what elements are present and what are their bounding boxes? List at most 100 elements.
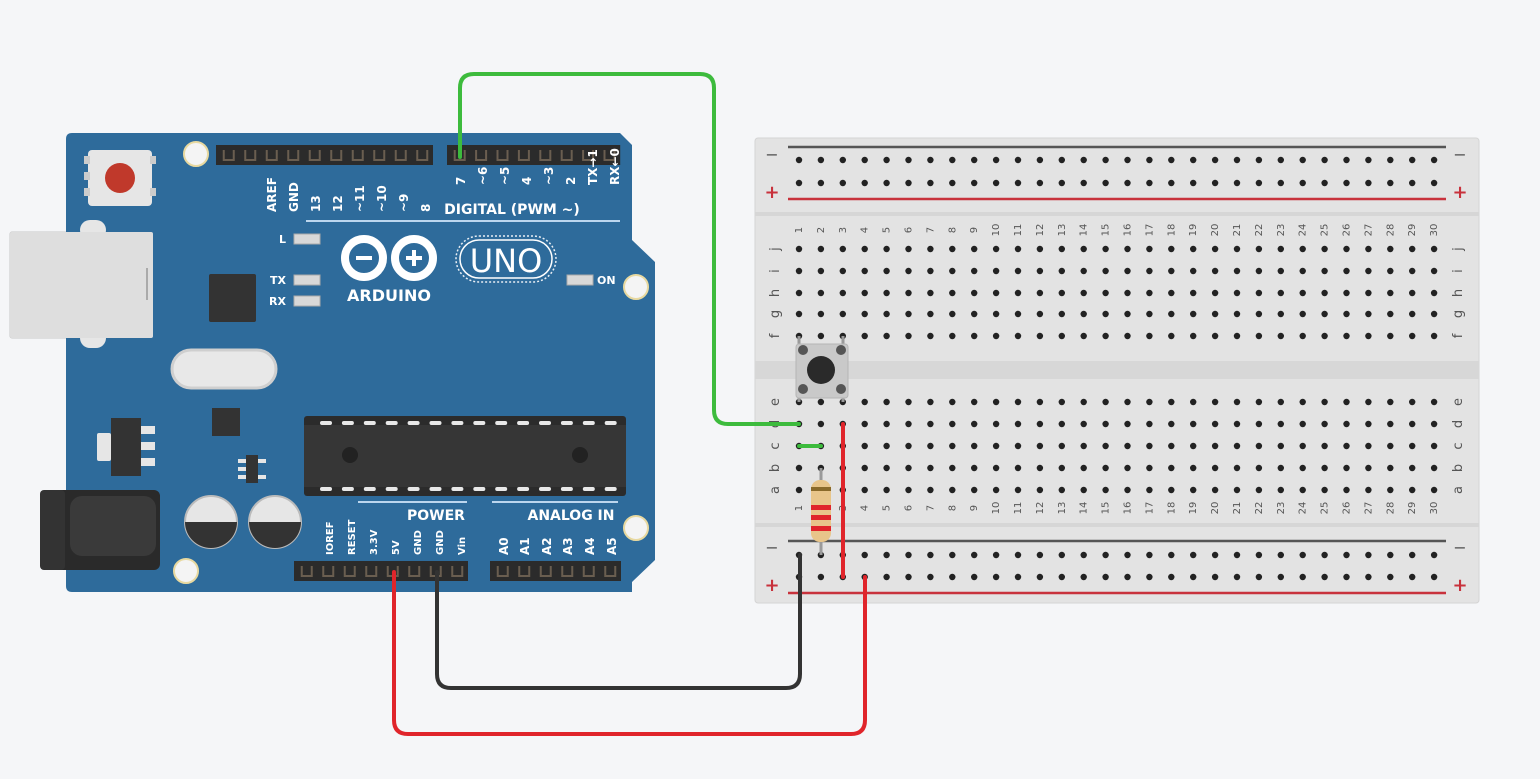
header-socket[interactable] [394, 150, 407, 161]
rail-hole[interactable] [795, 179, 803, 187]
breadboard-hole[interactable] [1277, 267, 1285, 275]
breadboard-hole[interactable] [1255, 332, 1263, 340]
breadboard-hole[interactable] [883, 442, 890, 450]
header-socket[interactable] [343, 566, 356, 577]
rail-hole[interactable] [905, 156, 912, 164]
breadboard-hole[interactable] [1190, 332, 1197, 340]
breadboard-hole[interactable] [1036, 267, 1044, 275]
breadboard-hole[interactable] [1211, 332, 1219, 340]
breadboard-hole[interactable] [1168, 289, 1175, 297]
breadboard-hole[interactable] [1102, 332, 1109, 340]
rail-hole[interactable] [1058, 156, 1066, 164]
breadboard-hole[interactable] [1058, 442, 1066, 450]
breadboard-hole[interactable] [1233, 442, 1241, 450]
breadboard-hole[interactable] [1233, 486, 1241, 494]
breadboard-hole[interactable] [1343, 442, 1350, 450]
header-socket[interactable] [561, 566, 574, 577]
breadboard-hole[interactable] [1168, 420, 1175, 428]
breadboard-hole[interactable] [817, 310, 825, 318]
rail-hole[interactable] [927, 179, 934, 187]
breadboard-hole[interactable] [817, 420, 825, 428]
rail-hole[interactable] [949, 551, 956, 559]
breadboard-hole[interactable] [927, 486, 934, 494]
pushbutton[interactable] [795, 336, 849, 402]
breadboard-hole[interactable] [971, 486, 978, 494]
breadboard-hole[interactable] [1299, 289, 1306, 297]
rail-hole[interactable] [1343, 573, 1350, 581]
rail-hole[interactable] [839, 179, 846, 187]
breadboard-hole[interactable] [1080, 420, 1087, 428]
rail-hole[interactable] [992, 573, 1000, 581]
breadboard-hole[interactable] [1233, 267, 1241, 275]
breadboard-hole[interactable] [1321, 289, 1328, 297]
rail-hole[interactable] [1365, 551, 1372, 559]
header-socket[interactable] [453, 150, 466, 161]
breadboard-hole[interactable] [1190, 289, 1197, 297]
rail-hole[interactable] [1124, 551, 1131, 559]
breadboard-hole[interactable] [1036, 464, 1044, 472]
breadboard-hole[interactable] [1430, 420, 1438, 428]
rail-hole[interactable] [883, 573, 890, 581]
breadboard-hole[interactable] [1211, 267, 1219, 275]
breadboard-hole[interactable] [1190, 310, 1197, 318]
rail-hole[interactable] [1102, 179, 1109, 187]
breadboard-hole[interactable] [1255, 486, 1263, 494]
breadboard-hole[interactable] [1014, 442, 1022, 450]
breadboard-hole[interactable] [795, 464, 803, 472]
breadboard-hole[interactable] [1277, 310, 1285, 318]
rail-hole[interactable] [905, 573, 912, 581]
breadboard-hole[interactable] [1036, 442, 1044, 450]
breadboard-hole[interactable] [1211, 245, 1219, 253]
breadboard-hole[interactable] [1430, 464, 1438, 472]
rail-hole[interactable] [1409, 551, 1416, 559]
rail-hole[interactable] [817, 573, 825, 581]
breadboard-hole[interactable] [1080, 310, 1087, 318]
breadboard-hole[interactable] [1168, 442, 1175, 450]
breadboard-hole[interactable] [1124, 464, 1131, 472]
breadboard-hole[interactable] [1343, 267, 1350, 275]
rail-hole[interactable] [1430, 156, 1438, 164]
rail-hole[interactable] [817, 179, 825, 187]
breadboard-hole[interactable] [1146, 464, 1153, 472]
breadboard-hole[interactable] [1233, 464, 1241, 472]
breadboard-hole[interactable] [883, 332, 890, 340]
rail-hole[interactable] [1299, 179, 1306, 187]
breadboard-hole[interactable] [905, 486, 912, 494]
header-socket[interactable] [244, 150, 257, 161]
breadboard-hole[interactable] [1036, 289, 1044, 297]
breadboard-hole[interactable] [971, 245, 978, 253]
breadboard-hole[interactable] [883, 310, 890, 318]
header-socket[interactable] [308, 150, 321, 161]
breadboard-hole[interactable] [927, 289, 934, 297]
header-socket[interactable] [408, 566, 421, 577]
header-socket[interactable] [582, 566, 595, 577]
header-socket[interactable] [330, 150, 343, 161]
breadboard-hole[interactable] [883, 289, 890, 297]
rail-hole[interactable] [883, 551, 890, 559]
breadboard-hole[interactable] [861, 420, 868, 428]
breadboard-hole[interactable] [1277, 464, 1285, 472]
breadboard-hole[interactable] [1036, 332, 1044, 340]
breadboard-hole[interactable] [1321, 486, 1328, 494]
breadboard-hole[interactable] [861, 245, 868, 253]
breadboard-hole[interactable] [905, 245, 912, 253]
breadboard-hole[interactable] [1124, 289, 1131, 297]
rail-hole[interactable] [1124, 179, 1131, 187]
header-socket[interactable] [300, 566, 313, 577]
rail-hole[interactable] [1233, 551, 1241, 559]
breadboard-hole[interactable] [1365, 420, 1372, 428]
breadboard-hole[interactable] [1430, 332, 1438, 340]
breadboard-hole[interactable] [1387, 398, 1394, 406]
breadboard-hole[interactable] [1168, 310, 1175, 318]
breadboard-hole[interactable] [1211, 486, 1219, 494]
breadboard-hole[interactable] [1014, 310, 1022, 318]
breadboard-hole[interactable] [1277, 289, 1285, 297]
breadboard-hole[interactable] [905, 267, 912, 275]
breadboard-hole[interactable] [1058, 398, 1066, 406]
breadboard-hole[interactable] [795, 289, 803, 297]
rail-hole[interactable] [927, 156, 934, 164]
breadboard-hole[interactable] [1387, 464, 1394, 472]
rail-hole[interactable] [1233, 156, 1241, 164]
breadboard-hole[interactable] [1146, 310, 1153, 318]
